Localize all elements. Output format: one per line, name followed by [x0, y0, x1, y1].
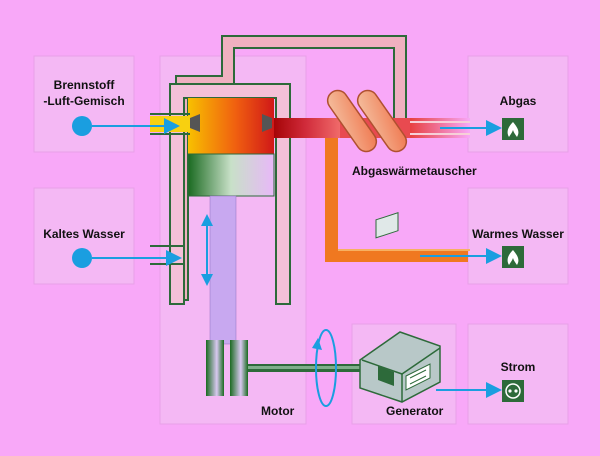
label-fuel-mix-1: Brennstoff — [53, 78, 115, 92]
blue-circle-icon — [72, 248, 92, 268]
label-fuel-mix-2: -Luft-Gemisch — [43, 94, 125, 108]
flywheel — [206, 340, 248, 396]
generator-icon — [359, 212, 441, 403]
label-cold-water: Kaltes Wasser — [43, 227, 125, 241]
label-power: Strom — [500, 360, 536, 374]
heat-exchanger-coils — [326, 89, 408, 153]
label-motor: Motor — [261, 404, 295, 418]
label-warm-water: Warmes Wasser — [472, 227, 564, 241]
drive-shaft — [248, 364, 362, 372]
intake-pipe — [150, 113, 190, 135]
rotation-arrow-icon — [312, 329, 337, 407]
panel-fuel-mix — [33, 55, 135, 153]
flame-icon — [502, 246, 524, 268]
label-exhaust: Abgas — [499, 94, 537, 108]
label-heat-exchanger: Abgaswärmetauscher — [352, 164, 477, 178]
exhaust-valve — [262, 114, 272, 132]
power-plug-icon — [502, 380, 524, 402]
blue-circle-icon — [72, 116, 92, 136]
warm-water-pipe — [325, 118, 470, 262]
intake-valve — [190, 114, 200, 132]
piston-rod — [209, 195, 237, 345]
double-arrow-icon — [201, 214, 213, 286]
panel-power — [467, 323, 569, 425]
flame-icon — [502, 118, 524, 140]
label-generator: Generator — [386, 404, 444, 418]
water-jacket — [169, 83, 291, 305]
panel-cold-water — [33, 187, 135, 285]
cylinder — [187, 98, 275, 197]
